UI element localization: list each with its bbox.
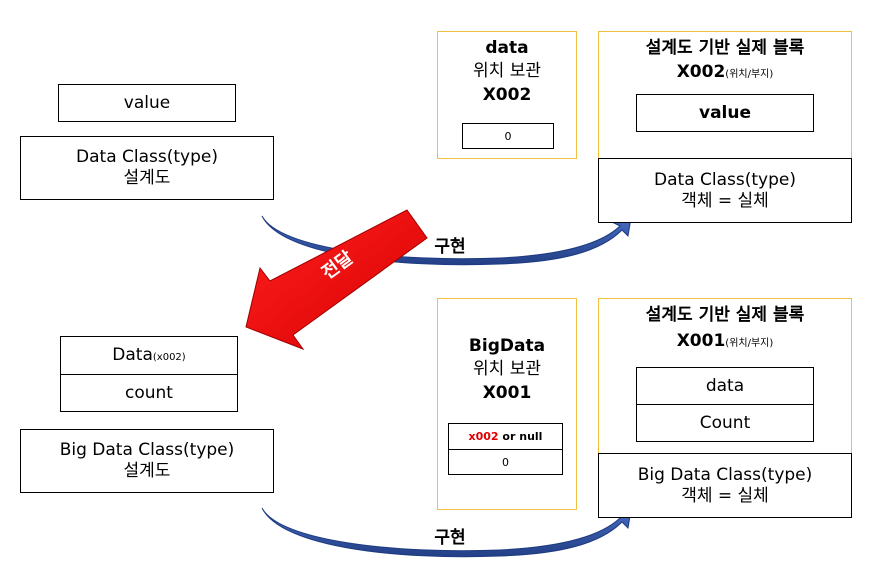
data-instance-class: Data Class(type) 객체 = 실체 (598, 158, 852, 223)
data-reference-cell-value: 0 (504, 129, 512, 143)
bigdata-reference-cell-count: 0 (449, 450, 562, 474)
bigdata-field-data: Data(x002) (61, 337, 237, 375)
data-reference-cell: 0 (462, 123, 554, 149)
bigdata-instance-address-line: X001(위치/부지) (599, 331, 851, 352)
bigdata-reference-address: X001 (482, 383, 532, 403)
bigdata-field-data-address: (x002) (152, 351, 186, 363)
data-class-caption: 설계도 (123, 168, 171, 188)
bigdata-instance-block: 설계도 기반 실제 블록 X001(위치/부지) data Count (598, 298, 852, 454)
bigdata-reference-cell-count-value: 0 (502, 455, 509, 469)
data-reference-storage: data 위치 보관 X002 0 (437, 31, 577, 159)
bigdata-reference-cells: x002 or null 0 (448, 423, 563, 475)
data-class-name: Data Class(type) (76, 147, 218, 167)
data-instance-address: X002 (676, 62, 726, 82)
implement-label-bottom: 구현 (434, 528, 466, 548)
bigdata-instance-field-count-label: Count (699, 412, 751, 433)
data-instance-class-name: Data Class(type) (654, 169, 796, 190)
data-instance-address-note: (위치/부지) (725, 69, 774, 80)
bigdata-reference-cell-ref-rest: or null (498, 430, 543, 443)
bigdata-instance-class-caption: 객체 = 실체 (681, 485, 769, 506)
bigdata-field-group: Data(x002) count (60, 336, 238, 412)
bigdata-instance-title: 설계도 기반 실제 블록 (645, 305, 805, 325)
bigdata-instance-field-data: data (637, 368, 813, 405)
bigdata-field-count-label: count (125, 382, 173, 403)
bigdata-instance-fields: data Count (636, 367, 814, 442)
bigdata-class-caption: 설계도 (123, 461, 171, 481)
bigdata-instance-class-name: Big Data Class(type) (637, 464, 813, 485)
bigdata-instance-address: X001 (676, 331, 726, 351)
bigdata-instance-field-count: Count (637, 405, 813, 441)
bigdata-reference-storage: BigData 위치 보관 X001 x002 or null 0 (437, 298, 577, 510)
transfer-arrow (245, 209, 428, 351)
implement-label-top: 구현 (434, 237, 466, 257)
bigdata-reference-cell-ref-address: x002 (468, 430, 499, 443)
data-reference-address: X002 (482, 85, 532, 105)
data-reference-label: 위치 보관 (473, 61, 541, 81)
bigdata-class-name: Big Data Class(type) (59, 440, 235, 460)
bigdata-instance-field-data-label: data (705, 375, 745, 396)
value-field-box: value (58, 84, 236, 122)
data-instance-value-field: value (636, 94, 814, 132)
data-reference-name: data (485, 38, 529, 58)
value-field-label: value (123, 92, 171, 113)
bigdata-instance-class: Big Data Class(type) 객체 = 실체 (598, 453, 852, 518)
data-instance-block: 설계도 기반 실제 블록 X002(위치/부지) value (598, 31, 852, 159)
bigdata-reference-cell-ref: x002 or null (449, 424, 562, 450)
data-class-blueprint: Data Class(type) 설계도 (20, 136, 274, 200)
bigdata-field-data-label: Data (112, 345, 153, 365)
data-instance-class-caption: 객체 = 실체 (681, 190, 769, 211)
bigdata-reference-name: BigData (468, 336, 546, 356)
bigdata-field-count: count (61, 375, 237, 411)
data-instance-title: 설계도 기반 실제 블록 (645, 38, 805, 58)
data-instance-value-label: value (698, 102, 751, 123)
data-instance-address-line: X002(위치/부지) (599, 62, 851, 83)
bigdata-instance-address-note: (위치/부지) (725, 338, 774, 349)
bigdata-reference-label: 위치 보관 (473, 359, 541, 379)
bigdata-class-blueprint: Big Data Class(type) 설계도 (20, 429, 274, 493)
